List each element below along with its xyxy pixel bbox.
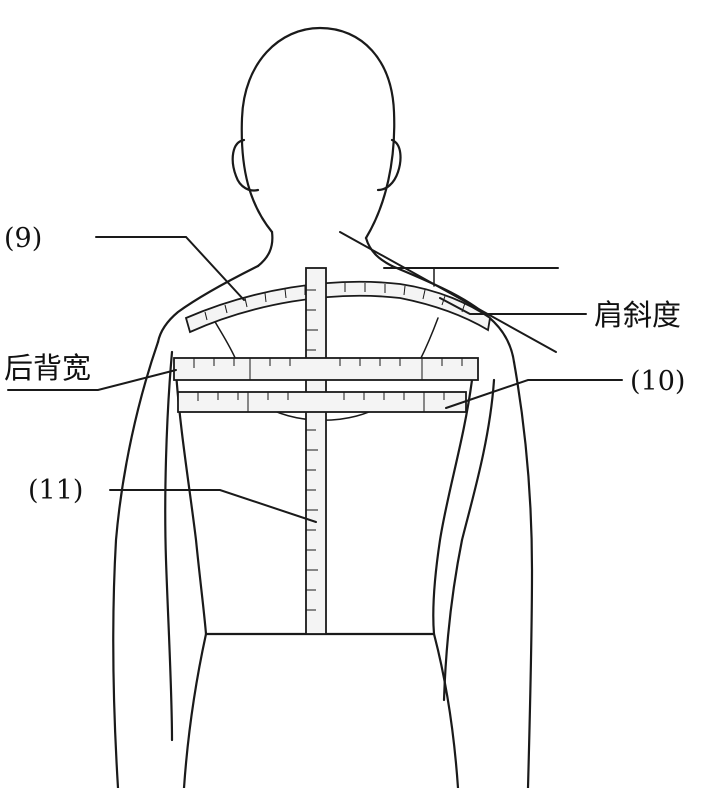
label-shoulder-slope: 肩斜度	[594, 298, 681, 332]
left-ear	[231, 138, 260, 192]
right-arm-inner	[442, 378, 496, 702]
right-arm-outer	[512, 360, 534, 788]
neck-right	[364, 236, 394, 268]
left-arm-inner	[164, 350, 174, 742]
lower-back-tape	[177, 391, 467, 413]
leader-9	[95, 236, 245, 301]
vertical-tape	[305, 267, 327, 635]
labels: (9) 肩斜度 后背宽 (10) (11)	[4, 223, 685, 506]
leader-lines	[7, 236, 623, 523]
back-width-tape	[173, 357, 479, 381]
shoulder-slope-angle	[339, 231, 557, 353]
hip-left	[182, 632, 208, 788]
torso-left-side	[174, 370, 208, 636]
left-arm-outer	[112, 340, 160, 788]
scapula-right	[419, 317, 439, 361]
leader-shoulder-slope	[439, 297, 587, 315]
torso-right-side	[432, 378, 474, 636]
label-11: (11)	[28, 475, 83, 506]
head-outline	[240, 26, 396, 240]
left-shoulder	[156, 264, 260, 344]
leader-11	[109, 489, 317, 523]
label-9: (9)	[4, 223, 42, 254]
leader-10	[445, 379, 623, 409]
lower-back-tape-ticks	[197, 392, 445, 412]
vertical-tape-ticks	[306, 289, 318, 611]
leader-back-width	[7, 369, 177, 391]
hip-right	[432, 632, 460, 788]
back-width-tape-ticks	[193, 358, 463, 380]
label-back-width: 后背宽	[4, 351, 91, 385]
right-ear	[376, 138, 402, 192]
measurement-tapes	[173, 231, 559, 635]
neck-left	[256, 230, 274, 268]
label-10: (10)	[630, 366, 685, 397]
scapula-left	[213, 319, 237, 361]
